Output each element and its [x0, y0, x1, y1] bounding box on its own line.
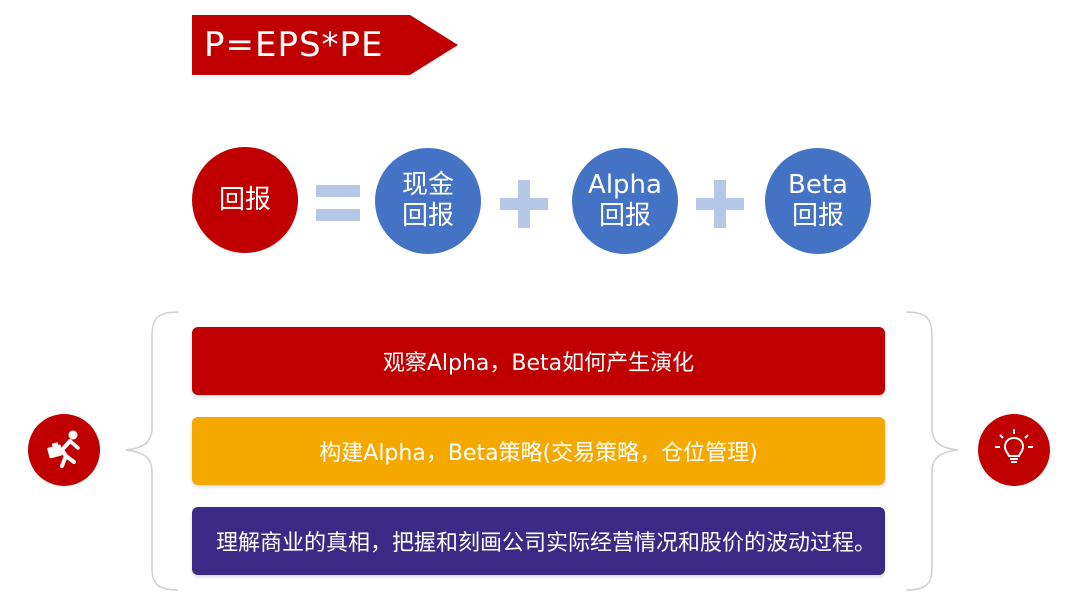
- running-person-icon: [28, 414, 100, 486]
- plus-sign-2: [696, 180, 744, 228]
- cash-return-line1: 现金: [401, 170, 454, 200]
- banner-arrow-shape: [192, 15, 458, 75]
- lightbulb-icon: [978, 414, 1050, 486]
- alpha-return-line1: Alpha: [588, 170, 662, 200]
- cash-return-circle: 现金 回报: [375, 148, 481, 254]
- alpha-return-circle: Alpha 回报: [572, 148, 678, 254]
- observe-text: 观察Alpha，Beta如何产生演化: [382, 351, 695, 376]
- observe-bar: 观察Alpha，Beta如何产生演化: [192, 327, 885, 395]
- return-label: 回报: [218, 184, 271, 215]
- equals-sign: [316, 185, 360, 221]
- formula-banner: P=EPS*PE: [192, 15, 458, 75]
- alpha-return-line2: 回报: [598, 201, 651, 231]
- plus-sign-1: [500, 180, 548, 228]
- return-circle: 回报: [192, 147, 298, 253]
- strategy-text: 构建Alpha，Beta策略(交易策略，仓位管理): [319, 441, 758, 466]
- understand-text: 理解商业的真相，把握和刻画公司实际经营情况和股价的波动过程。: [216, 531, 877, 556]
- beta-return-line2: 回报: [791, 201, 844, 231]
- understand-bar: 理解商业的真相，把握和刻画公司实际经营情况和股价的波动过程。: [192, 507, 885, 575]
- cash-return-line2: 回报: [401, 201, 454, 231]
- beta-return-line1: Beta: [788, 170, 848, 200]
- formula-text: P=EPS*PE: [204, 25, 384, 65]
- beta-return-circle: Beta 回报: [765, 148, 871, 254]
- strategy-bar: 构建Alpha，Beta策略(交易策略，仓位管理): [192, 417, 885, 485]
